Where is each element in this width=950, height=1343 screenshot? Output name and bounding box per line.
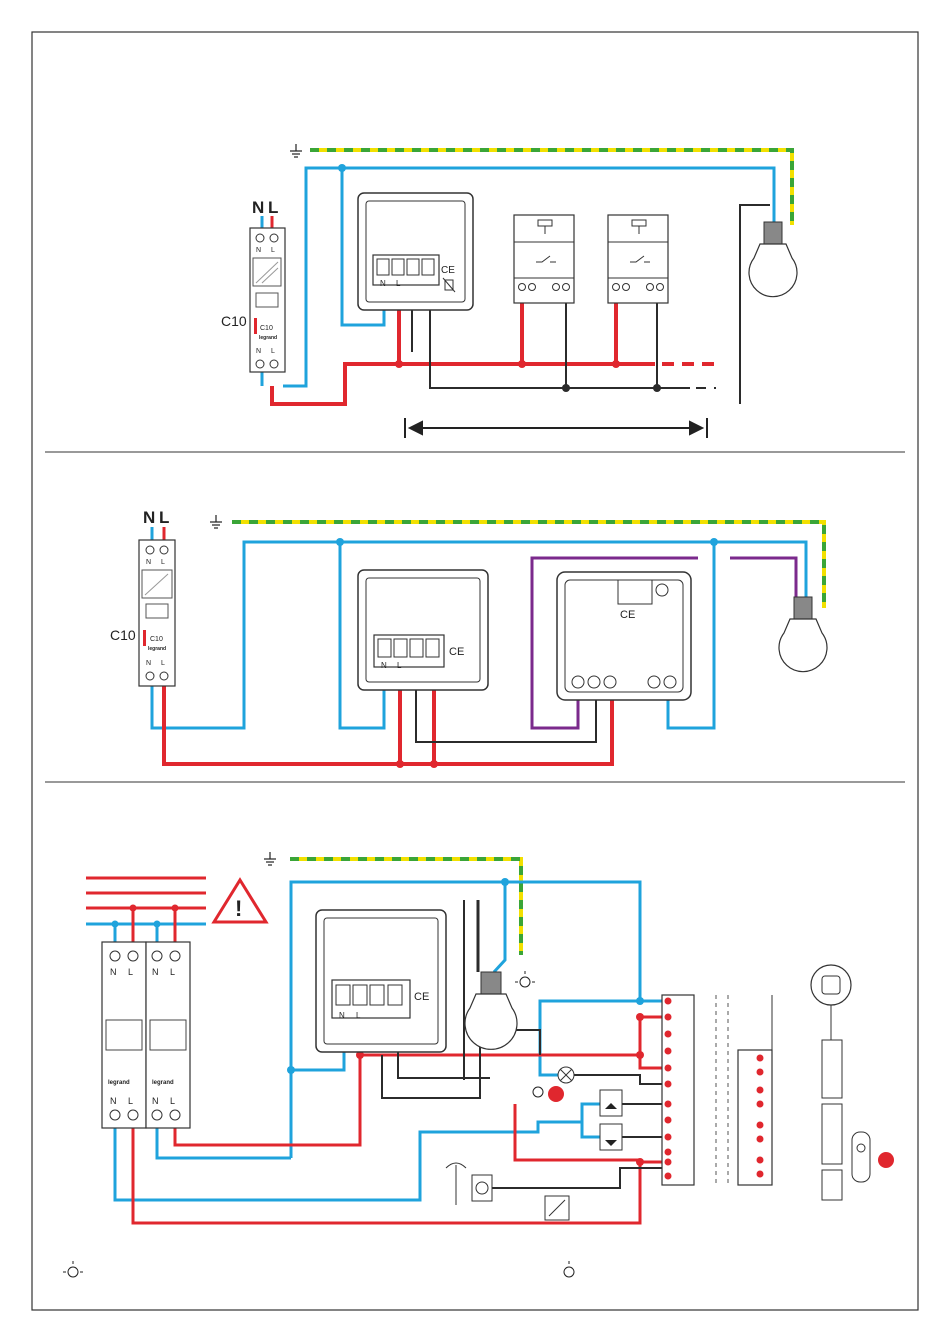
svg-text:N: N	[256, 348, 261, 355]
svg-text:N: N	[143, 508, 155, 527]
camera-icon	[811, 965, 851, 1040]
light-bulb-icon	[779, 597, 827, 672]
weee-bin-icon	[443, 278, 455, 292]
svg-text:N: N	[256, 247, 261, 254]
earth-symbol-icon	[264, 852, 276, 865]
antenna-icon	[446, 1163, 466, 1205]
svg-text:N: N	[152, 967, 159, 977]
light-on-icon	[515, 971, 535, 987]
distance-arrow	[405, 418, 707, 438]
circuit-breaker: N L N L C10 legrand N L C10	[221, 198, 285, 372]
svg-text:legrand: legrand	[259, 335, 277, 341]
svg-text:!: !	[235, 896, 242, 921]
light-bulb-icon	[749, 222, 797, 297]
svg-text:CE: CE	[620, 609, 635, 621]
breaker-n-label: N	[252, 198, 264, 217]
section-1: N L N L C10 legrand N L C10 N	[221, 144, 797, 438]
switch-symbol	[545, 1196, 569, 1220]
earth-symbol-icon	[290, 144, 302, 157]
svg-text:N: N	[152, 1096, 159, 1106]
svg-text:legrand: legrand	[148, 646, 166, 652]
svg-text:N: N	[339, 1011, 345, 1020]
svg-text:L: L	[159, 508, 169, 527]
svg-text:N: N	[380, 279, 386, 288]
remote-modules	[822, 1040, 842, 1200]
svg-text:L: L	[128, 1096, 133, 1106]
svg-text:CE: CE	[414, 991, 429, 1003]
breaker-l-label: L	[268, 198, 278, 217]
svg-text:L: L	[271, 348, 275, 355]
section-3: !	[63, 852, 894, 1277]
live-wire	[272, 364, 655, 404]
push-button-2	[608, 215, 668, 303]
double-circuit-breaker: N L N L legrand legrand N L N L	[102, 942, 190, 1128]
svg-text:L: L	[170, 967, 175, 977]
light-on-icon	[63, 1261, 83, 1277]
svg-text:N: N	[381, 661, 387, 670]
svg-text:L: L	[170, 1096, 175, 1106]
remote-icon	[852, 1132, 870, 1182]
socket-icon	[472, 1175, 492, 1201]
svg-text:L: L	[396, 279, 401, 288]
svg-text:L: L	[271, 247, 275, 254]
svg-text:legrand: legrand	[152, 1080, 174, 1086]
breaker-rating-label: C10	[221, 313, 247, 329]
micro-module: CE	[557, 572, 691, 700]
lamp-indicator	[558, 1067, 574, 1083]
push-button-1	[514, 215, 574, 303]
svg-text:CE: CE	[441, 265, 455, 276]
svg-text:C10: C10	[260, 325, 273, 332]
dimmer-module: N L CE	[358, 570, 488, 690]
svg-text:L: L	[397, 661, 402, 670]
light-off-icon	[533, 1087, 543, 1097]
shutter-up-icon	[600, 1090, 622, 1116]
shutter-down-icon	[600, 1124, 622, 1150]
svg-text:C10: C10	[110, 627, 136, 643]
earth-symbol-icon	[210, 515, 222, 528]
svg-text:N: N	[110, 1096, 117, 1106]
svg-text:L: L	[161, 559, 165, 566]
light-off-icon	[564, 1261, 574, 1277]
terminal-block-2	[738, 1050, 772, 1185]
terminal-block	[662, 995, 694, 1185]
cable-break	[716, 995, 728, 1185]
svg-text:N: N	[146, 660, 151, 667]
svg-text:legrand: legrand	[108, 1080, 130, 1086]
svg-text:N: N	[146, 559, 151, 566]
svg-text:L: L	[356, 1011, 361, 1020]
light-bulb-icon	[465, 972, 517, 1049]
svg-text:L: L	[161, 660, 165, 667]
svg-text:CE: CE	[449, 646, 464, 658]
dimmer-module: N L CE	[358, 193, 473, 310]
dimmer-module: N L CE	[316, 910, 446, 1052]
warning-triangle-icon: !	[214, 880, 266, 922]
red-indicator-2	[878, 1152, 894, 1168]
red-indicator	[548, 1086, 564, 1102]
section-2: N L N L C10 legrand N L C10 N L CE	[110, 508, 827, 768]
svg-text:N: N	[110, 967, 117, 977]
svg-text:L: L	[128, 967, 133, 977]
svg-text:C10: C10	[150, 636, 163, 643]
